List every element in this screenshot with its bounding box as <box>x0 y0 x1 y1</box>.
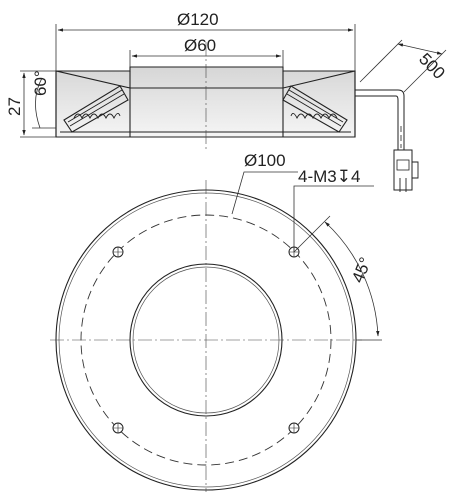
side-view: Ø120 Ø60 27 60° 500 <box>5 10 449 192</box>
top-view: Ø100 4-M3↧4 45° <box>50 151 382 492</box>
dim-angle: 60° <box>31 70 50 96</box>
mount-hole <box>288 422 300 434</box>
right-led-section <box>282 70 356 138</box>
left-led-section <box>55 70 131 138</box>
dim-hole-angle: 45° <box>348 255 375 286</box>
dim-cable-length: 500 <box>415 49 448 82</box>
dim-bolt-circle: Ø100 <box>244 151 286 170</box>
ring-body <box>55 66 356 138</box>
dim-mount-holes: 4-M3↧4 <box>298 167 360 186</box>
mount-hole <box>112 422 124 434</box>
dim-outer-diameter: Ø120 <box>177 10 219 29</box>
mount-hole <box>112 246 124 258</box>
dim-inner-diameter: Ø60 <box>184 36 216 55</box>
dim-height: 27 <box>5 97 24 116</box>
cable <box>355 89 419 192</box>
